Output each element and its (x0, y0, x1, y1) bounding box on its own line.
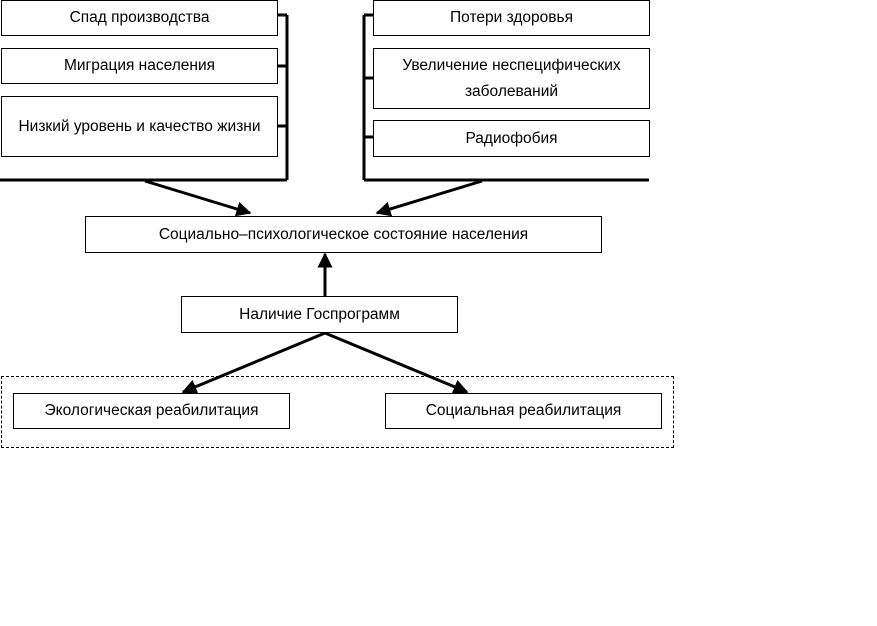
arrow-left-to-state (144, 179, 252, 217)
rehab-label: Социальная реабилитация (425, 402, 622, 419)
factor-label: Радиофобия (465, 129, 558, 147)
state-label: Социально–психологическое состояние насе… (158, 225, 529, 243)
arrow-programs-to-social (324, 331, 469, 394)
factor-radiophobia: Радиофобия (373, 120, 650, 157)
rehabilitation-group (1, 376, 674, 448)
factor-label: Потери здоровья (450, 9, 573, 26)
factor-production-decline: Спад производства (1, 0, 278, 36)
right-bracket (362, 13, 649, 182)
factor-nonspecific-diseases: Увеличение неспецифических заболеваний (373, 48, 650, 109)
social-rehabilitation-box: Социальная реабилитация (385, 393, 662, 429)
left-bracket (0, 13, 289, 182)
arrow-right-to-state (375, 179, 483, 217)
factor-health-losses: Потери здоровья (373, 0, 650, 36)
factor-population-migration: Миграция населения (1, 48, 278, 84)
arrow-programs-to-ecological (181, 331, 326, 394)
state-programs-box: Наличие Госпрограмм (181, 296, 458, 333)
factor-label: Спад производства (69, 9, 210, 26)
rehab-label: Экологическая реабилитация (44, 402, 259, 419)
factor-label: Миграция населения (63, 57, 215, 74)
social-psychological-state-box: Социально–психологическое состояние насе… (85, 216, 602, 253)
factor-label: Низкий уровень и качество жизни (18, 117, 261, 135)
programs-label: Наличие Госпрограмм (239, 305, 400, 323)
ecological-rehabilitation-box: Экологическая реабилитация (13, 393, 290, 429)
factor-label: Увеличение неспецифических заболеваний (402, 56, 621, 100)
factor-low-living-standard: Низкий уровень и качество жизни (1, 96, 278, 157)
